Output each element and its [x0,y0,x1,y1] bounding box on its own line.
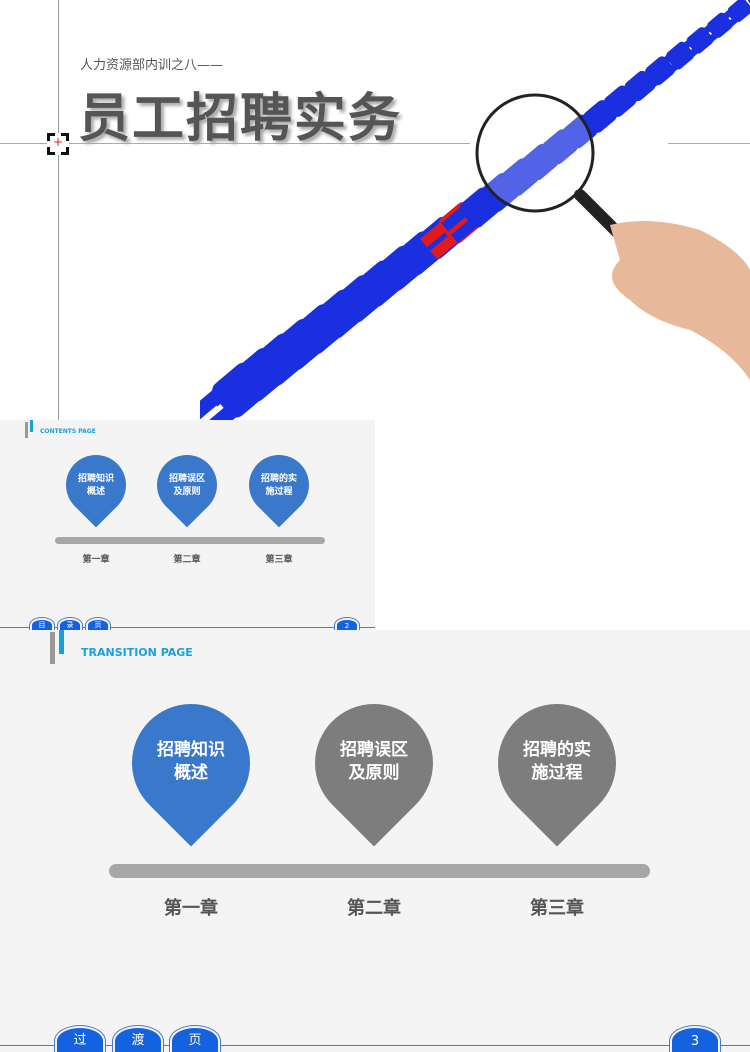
contents-slide: CONTENTS PAGE 招聘知识概述 第一章 招聘误区及原则 第二章 招聘的… [0,420,375,630]
hand [610,221,750,380]
cover-title: 员工招聘实务 [78,89,403,149]
transition-slide: TRANSITION PAGE 招聘知识概述 第一章 招聘误区及原则 第二章 招… [0,630,750,1052]
chapter-label: 第二章 [347,897,401,919]
chapter-label: 第一章 [164,897,218,919]
footer-tab[interactable]: 页 [86,618,110,630]
chapter-label: 第三章 [265,555,293,565]
pin-label: 概述 [86,486,105,497]
footer-tab[interactable]: 目 [30,618,54,630]
cover-subtitle: 人力资源部内训之八—— [80,58,224,73]
pin-label: 及原则 [348,762,400,783]
pin-label: 招聘的实 [260,474,297,485]
crosshair-icon: + [47,133,69,155]
pin-label: 招聘误区 [168,474,205,485]
chapter-label: 第二章 [173,555,201,565]
pin-label: 招聘知识 [157,740,225,761]
guide-line-vertical [58,0,59,420]
pin-label: 招聘的实 [523,740,591,761]
guide-line-horizontal-right [668,143,750,144]
transition-header: TRANSITION PAGE [81,646,193,659]
footer-tab[interactable]: 过 [55,1026,105,1052]
timeline-track [109,864,650,878]
page-number: 3 [670,1026,720,1052]
chapter-label: 第三章 [530,897,584,919]
pin-label: 施过程 [265,486,293,497]
footer-tab[interactable]: 录 [58,618,82,630]
pin-label: 施过程 [531,762,583,783]
cover-slide: + 人力资源部内训之八—— 员工招聘实务 [0,0,750,420]
people-magnifier-illustration [200,0,750,420]
pin-label: 招聘误区 [340,740,408,761]
page-number: 2 [335,618,359,630]
guide-line-horizontal [0,143,470,144]
timeline-track [55,537,325,544]
footer-tab[interactable]: 页 [170,1026,220,1052]
contents-header: CONTENTS PAGE [40,428,96,435]
footer-tab[interactable]: 渡 [113,1026,163,1052]
pin-label: 概述 [174,762,208,783]
pin-label: 及原则 [173,486,201,497]
magnifier-icon [475,93,595,213]
chapter-label: 第一章 [82,555,110,565]
pin-label: 招聘知识 [77,474,114,485]
